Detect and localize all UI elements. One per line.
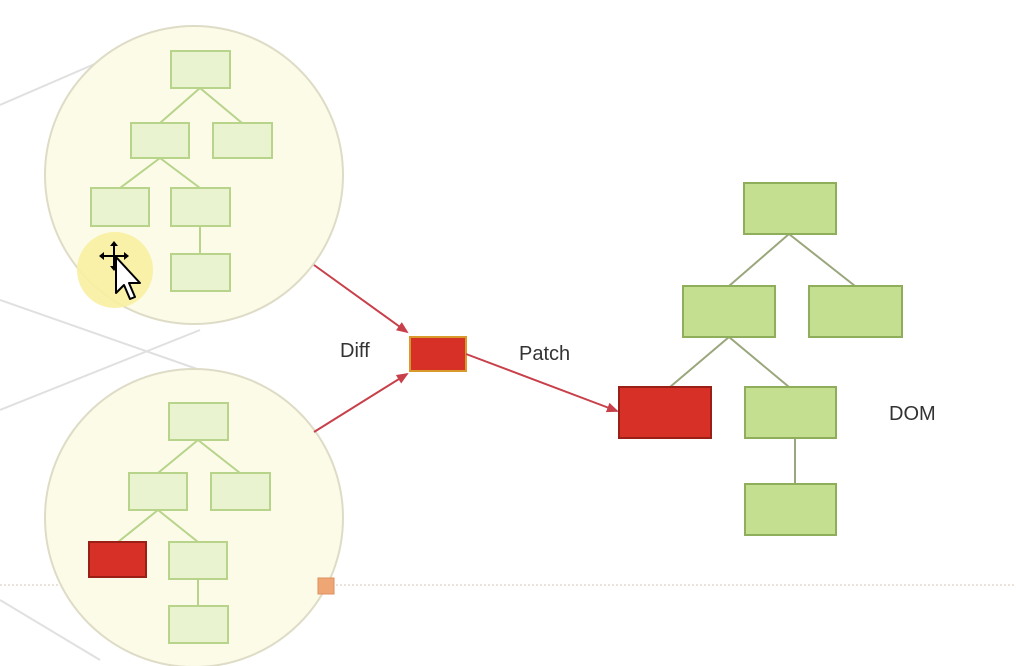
tree-node (168, 402, 229, 441)
tree-node (212, 122, 273, 159)
dom-node (682, 285, 776, 338)
dom-patched-node (618, 386, 712, 439)
dom-node (744, 483, 837, 536)
virtual-tree-new (44, 368, 344, 666)
selection-handle[interactable] (317, 577, 335, 595)
diff-arrows (313, 264, 409, 433)
tree-node (90, 187, 150, 227)
move-cursor-icon (77, 232, 153, 308)
tree-node (170, 187, 231, 227)
tree-circle-new (44, 368, 344, 666)
diff-node (409, 336, 467, 372)
tree-node (170, 50, 231, 89)
dom-node (743, 182, 837, 235)
tree-node (130, 122, 190, 159)
diff-label: Diff (340, 340, 370, 362)
changed-node (88, 541, 147, 578)
dom-node (808, 285, 903, 338)
dom-tree (618, 182, 903, 536)
tree-node (168, 605, 229, 644)
patch-arrow (465, 353, 619, 413)
patch-label: Patch (519, 343, 571, 365)
tree-node (210, 472, 271, 511)
dom-node (744, 386, 837, 439)
tree-node (128, 472, 188, 511)
tree-node (168, 541, 228, 580)
dom-label: DOM (889, 403, 936, 425)
tree-node (170, 253, 231, 292)
